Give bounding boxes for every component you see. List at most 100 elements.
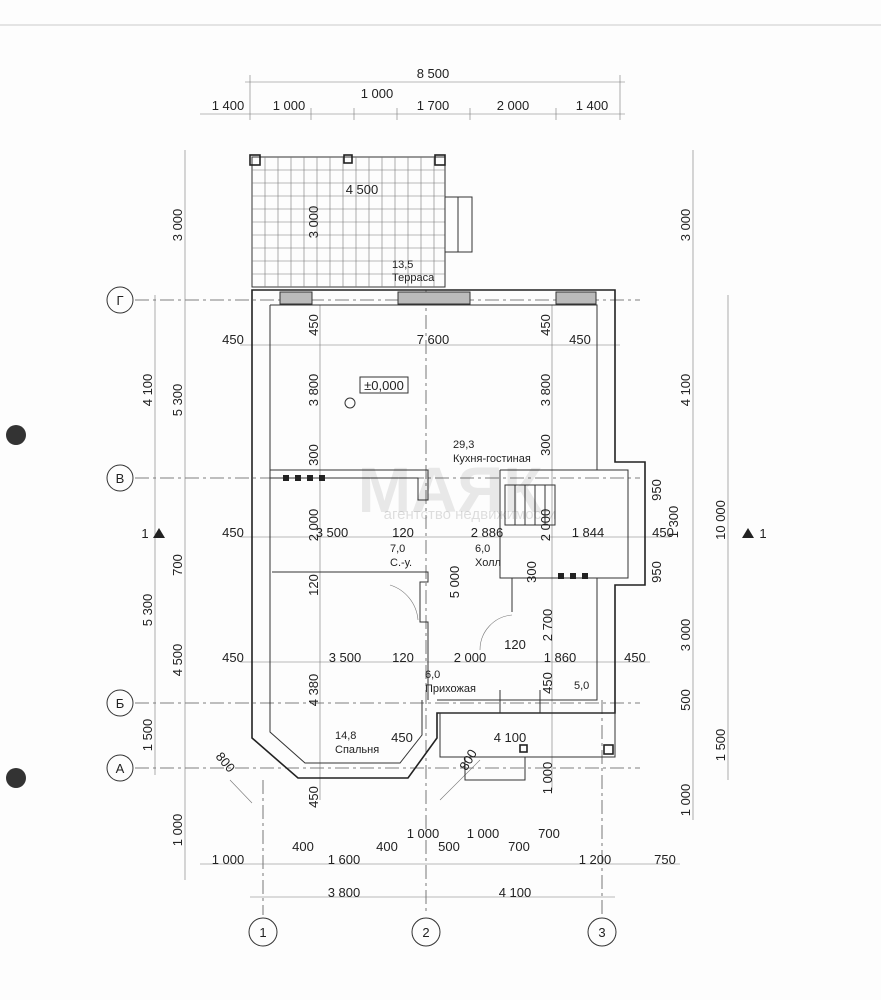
svg-text:1 500: 1 500 <box>140 719 155 752</box>
svg-text:6,0: 6,0 <box>475 543 490 555</box>
svg-text:450: 450 <box>540 672 555 694</box>
svg-text:Б: Б <box>116 696 125 711</box>
svg-text:950: 950 <box>649 561 664 583</box>
svg-text:3 000: 3 000 <box>170 209 185 242</box>
svg-text:800: 800 <box>213 749 238 775</box>
svg-text:450: 450 <box>652 525 674 540</box>
svg-text:Прихожая: Прихожая <box>425 683 476 695</box>
svg-text:В: В <box>116 471 125 486</box>
svg-text:С.-у.: С.-у. <box>390 557 412 569</box>
svg-text:1 860: 1 860 <box>544 650 577 665</box>
svg-text:1: 1 <box>259 925 266 940</box>
svg-text:1 000: 1 000 <box>678 784 693 817</box>
svg-text:750: 750 <box>654 852 676 867</box>
level-mark: ±0,000 <box>344 376 409 409</box>
svg-text:450: 450 <box>624 650 646 665</box>
svg-text:2 000: 2 000 <box>454 650 487 665</box>
svg-text:1: 1 <box>141 526 148 541</box>
svg-text:4 100: 4 100 <box>678 374 693 407</box>
svg-text:4 100: 4 100 <box>499 885 532 900</box>
svg-text:4 500: 4 500 <box>346 182 379 197</box>
svg-text:2 000: 2 000 <box>538 509 553 542</box>
svg-text:1 000: 1 000 <box>361 86 394 101</box>
svg-text:4 100: 4 100 <box>494 730 527 745</box>
svg-text:1 000: 1 000 <box>467 826 500 841</box>
svg-text:500: 500 <box>438 839 460 854</box>
svg-text:7,0: 7,0 <box>390 543 405 555</box>
svg-text:3 800: 3 800 <box>328 885 361 900</box>
svg-text:1 200: 1 200 <box>579 852 612 867</box>
svg-text:1 000: 1 000 <box>273 98 306 113</box>
dimension-labels: 8 500 1 400 1 000 1 000 1 700 2 000 1 40… <box>140 66 728 900</box>
svg-text:1 700: 1 700 <box>417 98 450 113</box>
svg-text:2 000: 2 000 <box>306 509 321 542</box>
svg-text:500: 500 <box>678 689 693 711</box>
walls <box>251 289 646 781</box>
svg-text:5 300: 5 300 <box>170 384 185 417</box>
svg-text:450: 450 <box>306 314 321 336</box>
svg-text:Холл: Холл <box>475 557 501 569</box>
svg-text:120: 120 <box>392 650 414 665</box>
svg-text:5 000: 5 000 <box>447 566 462 599</box>
svg-text:450: 450 <box>391 730 413 745</box>
svg-text:1 000: 1 000 <box>212 852 245 867</box>
svg-text:4 500: 4 500 <box>170 644 185 677</box>
svg-text:1 500: 1 500 <box>713 729 728 762</box>
svg-text:1 400: 1 400 <box>576 98 609 113</box>
svg-text:3 000: 3 000 <box>306 206 321 239</box>
svg-text:13,5: 13,5 <box>392 259 413 271</box>
svg-text:5,0: 5,0 <box>574 680 589 692</box>
svg-text:2 700: 2 700 <box>540 609 555 642</box>
svg-text:450: 450 <box>569 332 591 347</box>
svg-text:700: 700 <box>508 839 530 854</box>
svg-text:1 844: 1 844 <box>572 525 605 540</box>
svg-text:1 600: 1 600 <box>328 852 361 867</box>
svg-text:Спальня: Спальня <box>335 744 379 756</box>
svg-text:1 000: 1 000 <box>407 826 440 841</box>
svg-text:800: 800 <box>456 747 480 773</box>
svg-text:10 000: 10 000 <box>713 500 728 540</box>
svg-text:120: 120 <box>392 525 414 540</box>
svg-text:3: 3 <box>598 925 605 940</box>
axis-markers: Г В Б А 1 2 3 1 1 <box>106 286 767 947</box>
binder-hole <box>6 768 26 788</box>
svg-text:450: 450 <box>222 332 244 347</box>
svg-text:950: 950 <box>649 479 664 501</box>
binder-hole <box>6 425 26 445</box>
svg-text:400: 400 <box>292 839 314 854</box>
svg-text:А: А <box>116 761 125 776</box>
svg-text:Г: Г <box>116 293 123 308</box>
terrace <box>249 154 473 288</box>
svg-text:±0,000: ±0,000 <box>364 378 404 393</box>
svg-text:1 000: 1 000 <box>170 814 185 847</box>
watermark-tagline: агентство недвижимости <box>384 506 557 523</box>
watermark-brand: МАЯК <box>358 454 544 526</box>
svg-text:Терраса: Терраса <box>392 272 435 284</box>
svg-text:3 800: 3 800 <box>538 374 553 407</box>
svg-text:300: 300 <box>306 444 321 466</box>
svg-text:14,8: 14,8 <box>335 730 356 742</box>
svg-text:1: 1 <box>759 526 766 541</box>
svg-text:3 500: 3 500 <box>329 650 362 665</box>
svg-text:8 500: 8 500 <box>417 66 450 81</box>
svg-text:2: 2 <box>422 925 429 940</box>
svg-text:450: 450 <box>538 314 553 336</box>
svg-text:2 000: 2 000 <box>497 98 530 113</box>
svg-text:300: 300 <box>524 561 539 583</box>
svg-text:120: 120 <box>306 574 321 596</box>
dimension-lines <box>154 75 729 898</box>
svg-text:4 100: 4 100 <box>140 374 155 407</box>
svg-text:3 800: 3 800 <box>306 374 321 407</box>
svg-text:1 000: 1 000 <box>540 762 555 795</box>
svg-text:450: 450 <box>306 786 321 808</box>
svg-text:2 886: 2 886 <box>471 525 504 540</box>
svg-text:5 300: 5 300 <box>140 594 155 627</box>
svg-text:Кухня-гостиная: Кухня-гостиная <box>453 453 531 465</box>
svg-text:700: 700 <box>170 554 185 576</box>
svg-text:1 300: 1 300 <box>666 506 681 539</box>
svg-text:6,0: 6,0 <box>425 669 440 681</box>
svg-text:450: 450 <box>222 525 244 540</box>
svg-text:120: 120 <box>504 637 526 652</box>
